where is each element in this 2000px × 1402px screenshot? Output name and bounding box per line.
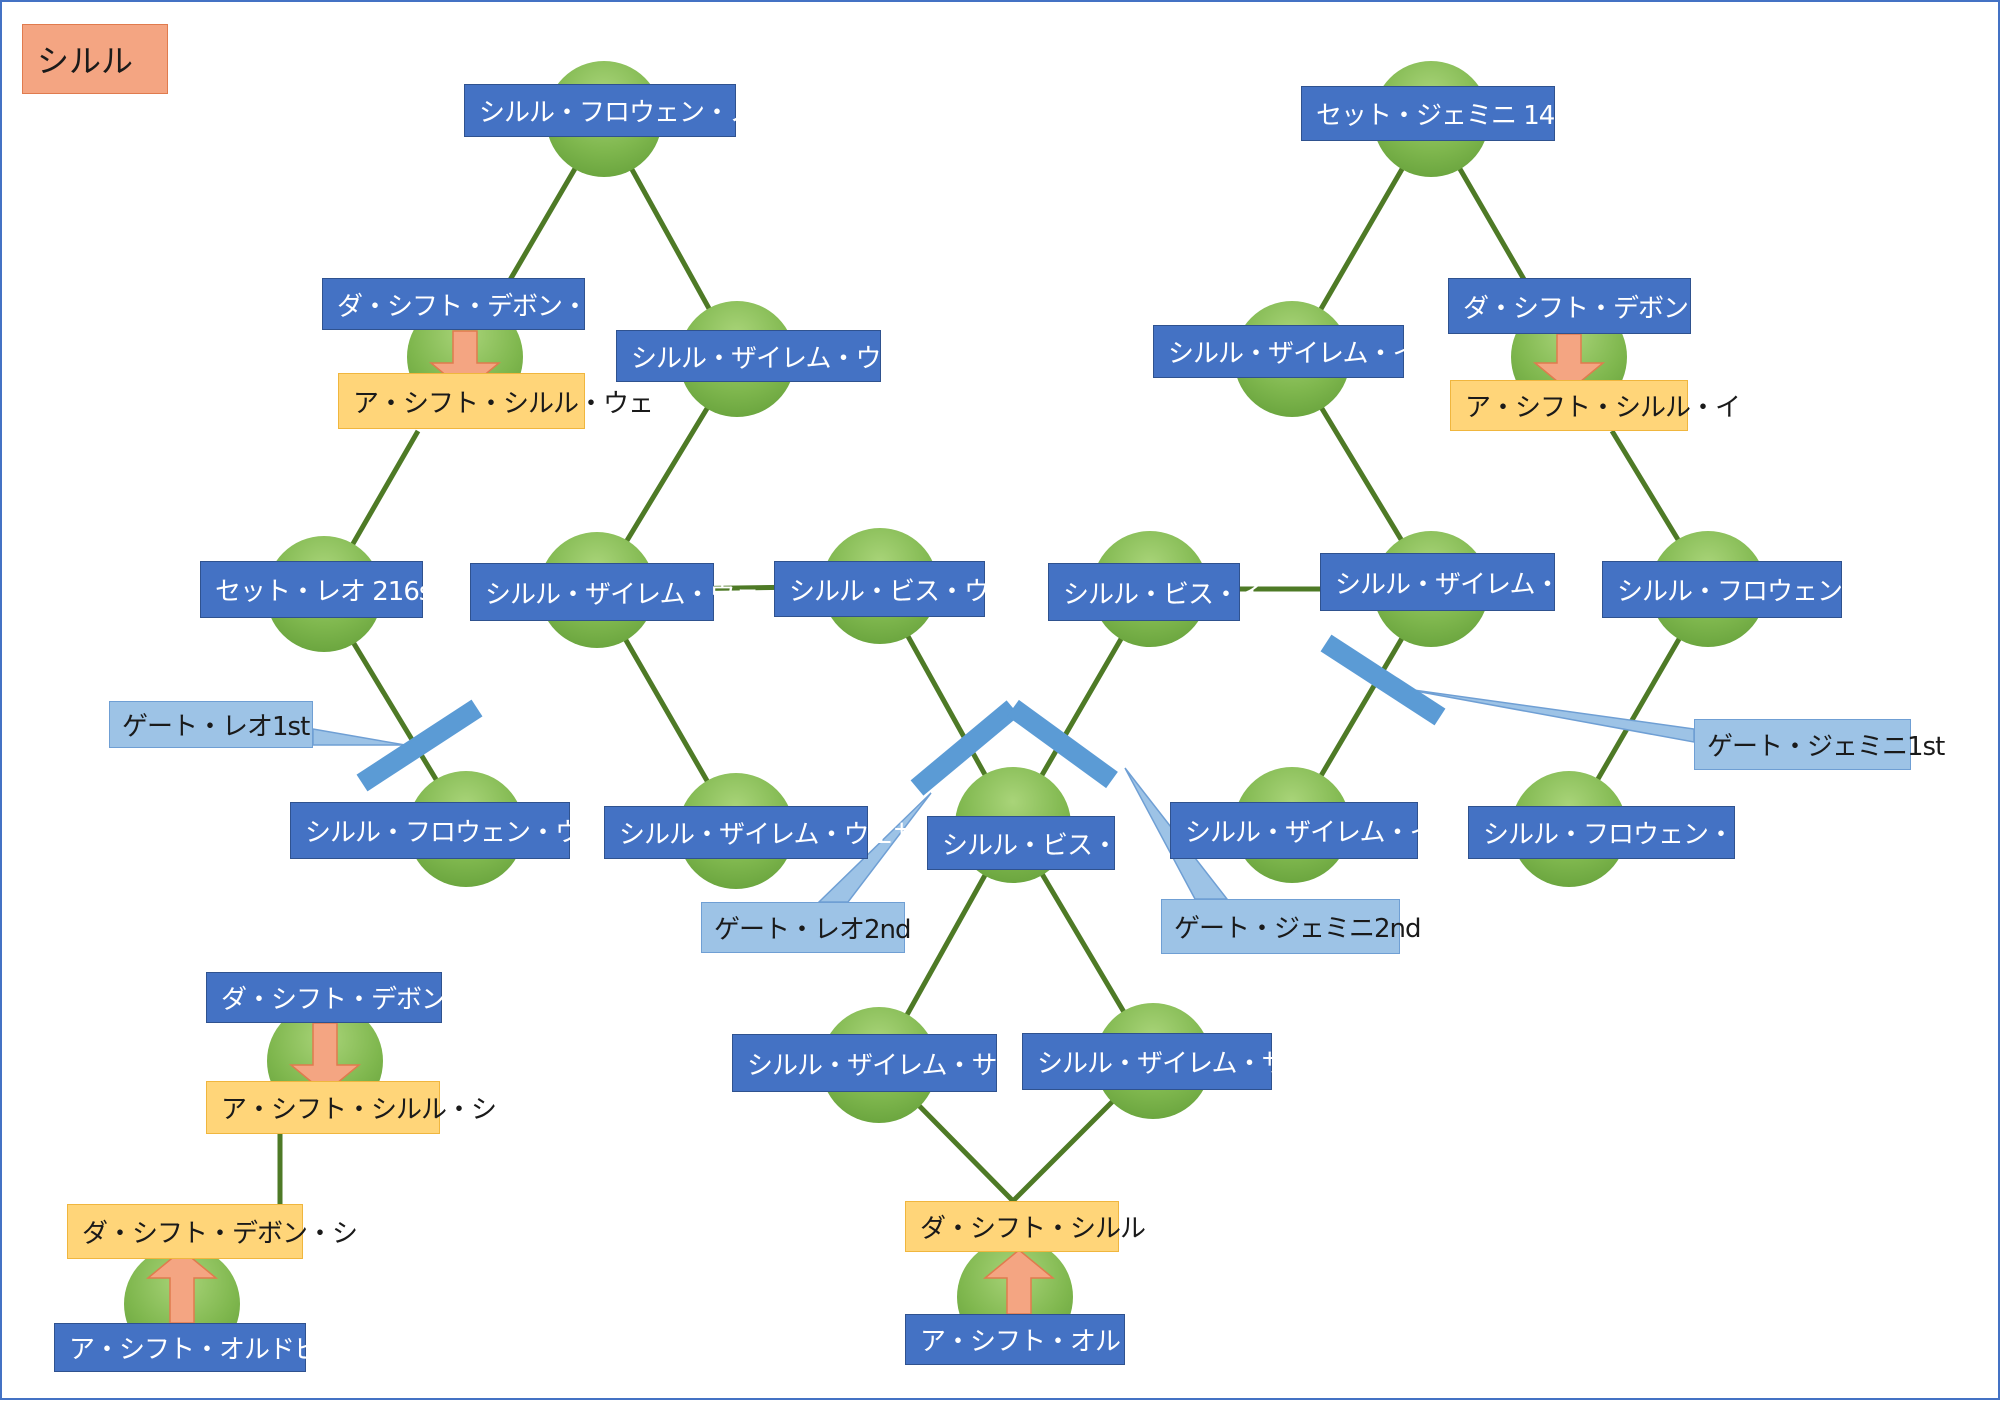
node-label-n_ds_shi: ダ・シフト・デボン・シ — [206, 972, 497, 1023]
node-label-n_as_we: ア・シフト・シルル・ウェ — [338, 373, 654, 429]
diagram-title: シルル — [22, 24, 168, 94]
node-label-n_as_i: ア・シフト・シルル・イ — [1450, 380, 1741, 431]
node-label-n_zi: シルル・ザイレム・イ — [1320, 553, 1585, 611]
node-label-n_as_shi: ア・シフト・シルル・シ — [206, 1081, 497, 1134]
gate-label-g_leo1: ゲート・レオ1st — [109, 701, 313, 748]
node-label-n_ds_s: ダ・シフト・シルル — [905, 1201, 1146, 1252]
node-label-n_zws: シルル・ザイレム・ウェサ — [604, 806, 919, 859]
node-label-n_zsu: シルル・ザイレム・サウェ — [732, 1034, 1047, 1092]
node-label-n_ds_i: ダ・シフト・デボン・イ — [1448, 278, 1739, 334]
node-label-n_fnw: シルル・フロウェン・ノウェ — [464, 84, 805, 137]
node-label-n_fi: シルル・フロウェン・イ — [1602, 561, 1893, 618]
node-label-n_gem: セット・ジェミニ 144s — [1301, 86, 1583, 141]
gate-label-g_gem1: ゲート・ジェミニ1st — [1694, 719, 1945, 770]
node-label-n_zsi: シルル・ザイレム・サイ — [1022, 1033, 1312, 1090]
node-label-n_bi: シルル・ビス・イ — [1048, 563, 1264, 621]
gate-label-g_leo2: ゲート・レオ2nd — [701, 902, 912, 953]
node-label-n_fis: シルル・フロウェン・イサ — [1468, 806, 1784, 859]
node-label-n_zin: シルル・ザイレム・イノ — [1153, 325, 1443, 378]
node-label-n_as_os: ア・シフト・オルドビ・シ — [54, 1323, 370, 1372]
node-label-n_leo: セット・レオ 216s — [200, 561, 432, 618]
gate-label-g_gem2: ゲート・ジェミニ2nd — [1161, 899, 1422, 954]
node-label-n_zwn: シルル・ザイレム・ウェノ — [616, 330, 931, 382]
node-label-n_ds_shi2: ダ・シフト・デボン・シ — [67, 1204, 358, 1259]
node-label-n_ds_su: ダ・シフト・デボン・サウェ — [322, 278, 663, 330]
node-label-n_as_o: ア・シフト・オルドビ — [905, 1314, 1171, 1365]
node-label-n_zis: シルル・ザイレム・イサ — [1170, 802, 1460, 859]
node-label-n_zw: シルル・ザイレム・ウェ — [470, 563, 760, 621]
node-label-n_bs: シルル・ビス・サ — [927, 816, 1143, 870]
node-label-n_fws: シルル・フロウェン・ウェサ — [290, 802, 631, 859]
node-label-n_bw: シルル・ビス・ウェ — [774, 561, 1015, 617]
